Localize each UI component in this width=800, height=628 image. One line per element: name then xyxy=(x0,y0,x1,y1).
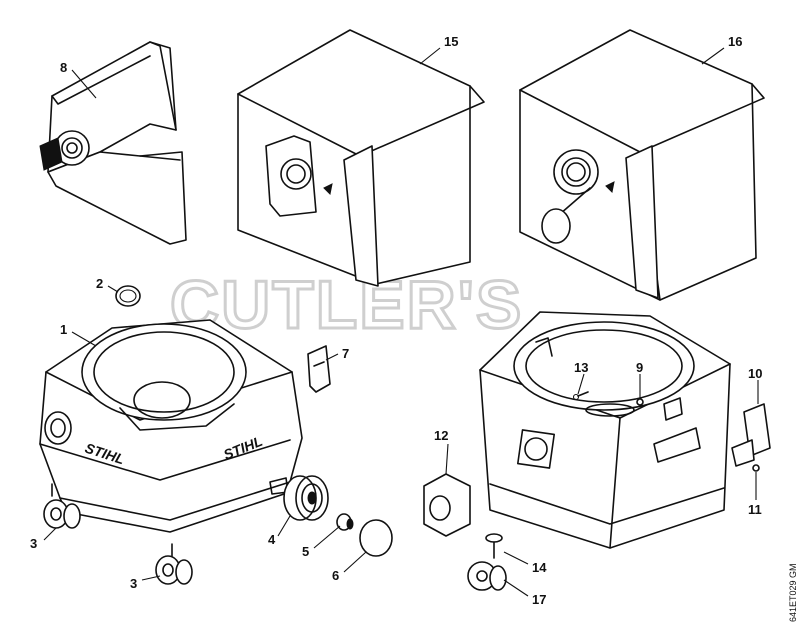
callout-17: 16 xyxy=(728,34,742,49)
part-13-screw xyxy=(577,391,589,397)
callout-13: 13 xyxy=(574,360,588,375)
drawing-code: 641ET029 GM xyxy=(788,563,798,622)
part-10-latch xyxy=(731,403,771,467)
callout-3-rear: 3 xyxy=(130,576,137,591)
part-5-plug xyxy=(336,513,354,531)
part-3-castor-front xyxy=(43,483,81,529)
leader-lines xyxy=(43,47,759,597)
callout-4: 4 xyxy=(268,532,276,547)
part-12-side-cap xyxy=(423,473,471,537)
callout-3-front: 3 xyxy=(30,536,37,551)
part-14-15-castor xyxy=(467,533,507,591)
part-4-hose-connector xyxy=(283,475,329,521)
part-7-clip xyxy=(307,345,331,393)
callout-11: 11 xyxy=(748,502,762,517)
part-9-screw xyxy=(636,398,644,406)
part-6-cap xyxy=(359,519,393,557)
part-8-filter-holder xyxy=(39,41,187,245)
part-11-screw xyxy=(752,464,760,472)
callout-12: 12 xyxy=(434,428,448,443)
part-2-seal-ring xyxy=(115,285,141,307)
part-16-filter-box xyxy=(237,29,485,287)
callout-8: 8 xyxy=(60,60,67,75)
part-container-right xyxy=(479,311,731,549)
callout-7: 7 xyxy=(342,346,349,361)
part-17-filter-box-port xyxy=(519,29,765,301)
part-3-castor-rear xyxy=(155,543,193,585)
callout-6: 6 xyxy=(332,568,339,583)
callout-1: 1 xyxy=(60,322,67,337)
callout-9: 9 xyxy=(636,360,643,375)
callout-16: 15 xyxy=(444,34,458,49)
callout-5: 5 xyxy=(302,544,309,559)
part-1-container: STIHL STIHL xyxy=(39,319,303,533)
callout-2: 2 xyxy=(96,276,103,291)
callout-14: 14 xyxy=(532,560,547,575)
callout-15: 17 xyxy=(532,592,546,607)
callout-10: 10 xyxy=(748,366,762,381)
